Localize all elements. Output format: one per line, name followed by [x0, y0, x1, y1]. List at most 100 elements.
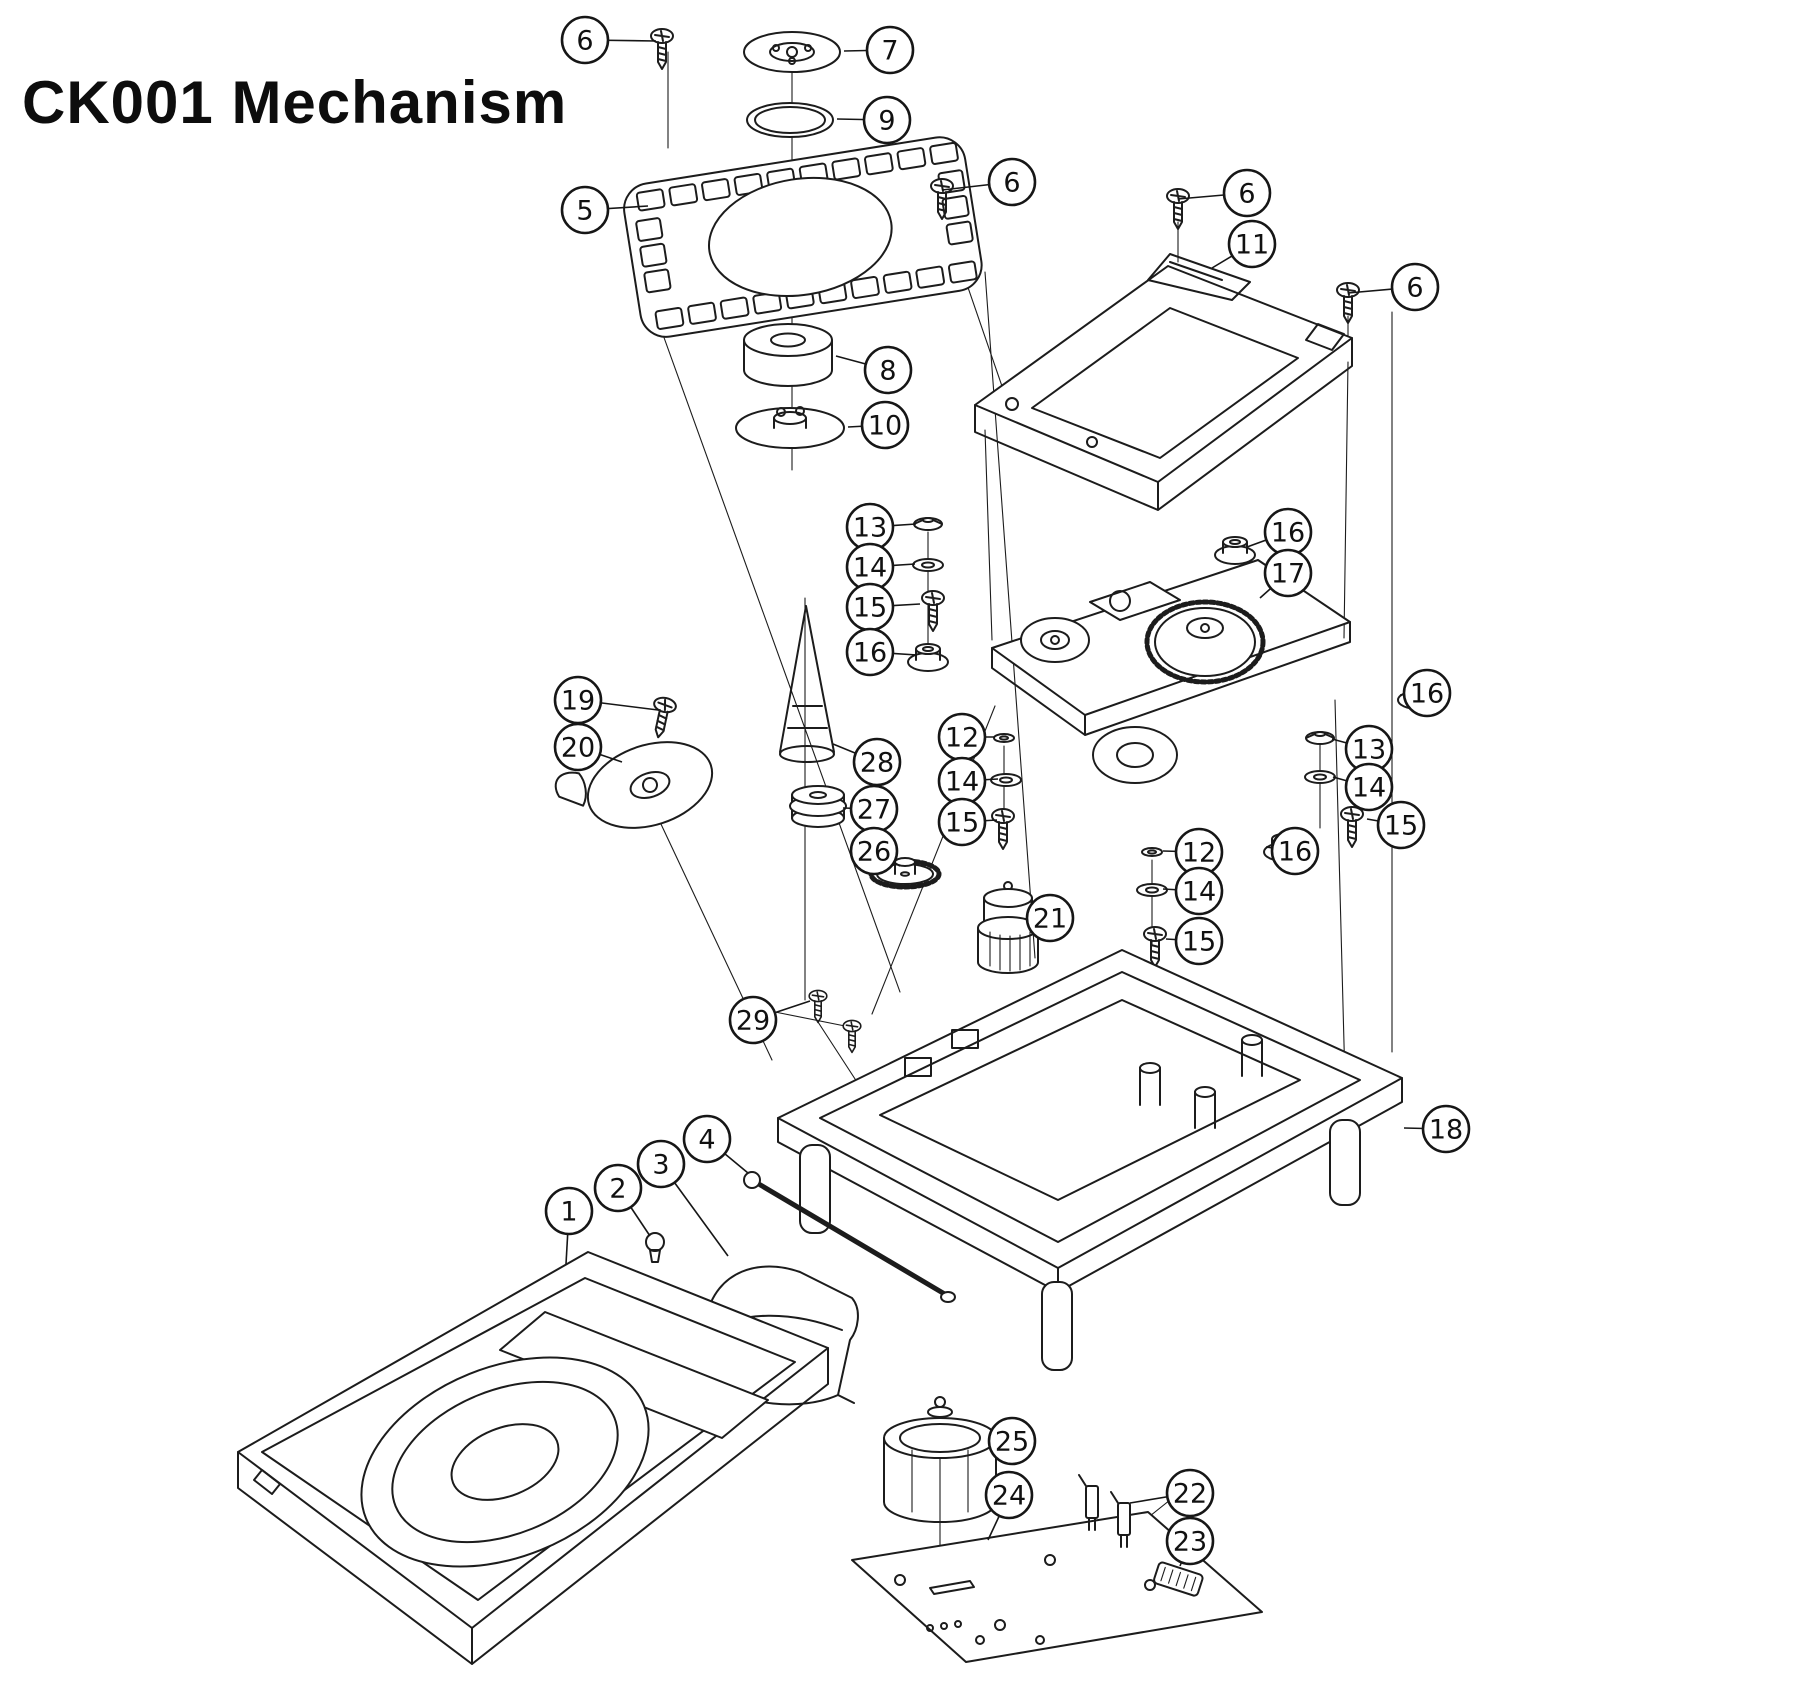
svg-text:14: 14 [945, 767, 979, 798]
part-19-screw [646, 694, 679, 741]
svg-text:28: 28 [860, 748, 894, 779]
callout-15: 15 [937, 797, 987, 847]
svg-text:4: 4 [698, 1125, 715, 1156]
svg-text:2: 2 [609, 1174, 626, 1205]
svg-text:5: 5 [576, 196, 593, 227]
part-29-screws [808, 989, 862, 1054]
callout-7: 7 [865, 25, 915, 75]
svg-text:12: 12 [1182, 838, 1216, 869]
callout-16: 16 [1270, 826, 1320, 876]
svg-text:16: 16 [1278, 837, 1312, 868]
svg-text:15: 15 [1384, 811, 1418, 842]
callout-25: 25 [987, 1416, 1037, 1466]
svg-text:9: 9 [878, 106, 895, 137]
part-2-knob [645, 1232, 665, 1263]
callout-29: 29 [728, 995, 778, 1045]
callout-3: 3 [636, 1139, 686, 1189]
callout-6: 6 [987, 157, 1037, 207]
callout-21: 21 [1025, 893, 1075, 943]
svg-text:3: 3 [652, 1150, 669, 1181]
callout-5: 5 [560, 185, 610, 235]
svg-text:12: 12 [945, 723, 979, 754]
callout-14: 14 [845, 542, 895, 592]
callout-6: 6 [560, 15, 610, 65]
svg-text:21: 21 [1033, 904, 1067, 935]
svg-text:1: 1 [560, 1197, 577, 1228]
part-4-slide-rod [743, 1171, 956, 1303]
part-9-clamp-ring [746, 102, 834, 138]
svg-text:16: 16 [1271, 518, 1305, 549]
callout-10: 10 [860, 400, 910, 450]
callout-23: 23 [1165, 1516, 1215, 1566]
callout-6: 6 [1390, 262, 1440, 312]
callout-20: 20 [553, 722, 603, 772]
svg-text:13: 13 [853, 513, 887, 544]
callout-11: 11 [1227, 219, 1277, 269]
part-1-disc-tray [237, 1251, 829, 1665]
callout-12: 12 [937, 712, 987, 762]
part-18-chassis [777, 949, 1403, 1371]
svg-text:24: 24 [992, 1481, 1026, 1512]
part-5-top-plate [623, 136, 983, 338]
svg-text:26: 26 [857, 837, 891, 868]
callout-19: 19 [553, 675, 603, 725]
part-27-pulley [789, 785, 847, 828]
callout-24: 24 [984, 1470, 1034, 1520]
svg-text:8: 8 [879, 356, 896, 387]
svg-text:6: 6 [1406, 273, 1423, 304]
part-22-switches [1078, 1474, 1131, 1548]
callout-13: 13 [845, 502, 895, 552]
callout-27: 27 [849, 784, 899, 834]
callout-18: 18 [1421, 1104, 1471, 1154]
callout-2: 2 [593, 1163, 643, 1213]
part-20-lever-disc [554, 741, 714, 829]
svg-text:16: 16 [1410, 679, 1444, 710]
part-28-cone-spring [779, 605, 835, 763]
svg-text:14: 14 [1352, 773, 1386, 804]
callout-17: 17 [1263, 548, 1313, 598]
callout-1: 1 [544, 1186, 594, 1236]
part-11-clamp-frame [974, 253, 1353, 511]
part-10-turntable [735, 406, 845, 449]
svg-text:13: 13 [1352, 735, 1386, 766]
svg-text:20: 20 [561, 733, 595, 764]
svg-text:18: 18 [1429, 1115, 1463, 1146]
svg-text:15: 15 [1182, 927, 1216, 958]
svg-text:6: 6 [576, 26, 593, 57]
callout-15: 15 [1376, 800, 1426, 850]
callout-8: 8 [863, 345, 913, 395]
part-24-pcb [851, 1511, 1263, 1663]
part-7-clamp-top [743, 31, 841, 73]
svg-text:14: 14 [1182, 877, 1216, 908]
callout-9: 9 [862, 95, 912, 145]
callout-15: 15 [845, 582, 895, 632]
svg-text:27: 27 [857, 795, 891, 826]
parts-artwork [237, 28, 1439, 1665]
svg-text:14: 14 [853, 553, 887, 584]
callout-16: 16 [1263, 507, 1313, 557]
svg-text:6: 6 [1003, 168, 1020, 199]
part-25-spindle-motor [883, 1396, 997, 1523]
part-17-traverse-deck [991, 559, 1351, 784]
svg-text:15: 15 [853, 593, 887, 624]
callout-26: 26 [849, 826, 899, 876]
svg-text:17: 17 [1271, 559, 1305, 590]
callout-22: 22 [1165, 1468, 1215, 1518]
svg-text:23: 23 [1173, 1527, 1207, 1558]
part-23-connector [1153, 1561, 1204, 1597]
svg-text:16: 16 [853, 638, 887, 669]
svg-text:25: 25 [995, 1427, 1029, 1458]
svg-text:29: 29 [736, 1006, 770, 1037]
part-8-magnet-puck [743, 323, 833, 387]
svg-text:11: 11 [1235, 230, 1269, 261]
callout-15: 15 [1174, 916, 1224, 966]
svg-text:6: 6 [1238, 179, 1255, 210]
callout-4: 4 [682, 1114, 732, 1164]
callout-6: 6 [1222, 168, 1272, 218]
callout-14: 14 [1344, 762, 1394, 812]
callout-14: 14 [1174, 866, 1224, 916]
svg-text:22: 22 [1173, 1479, 1207, 1510]
